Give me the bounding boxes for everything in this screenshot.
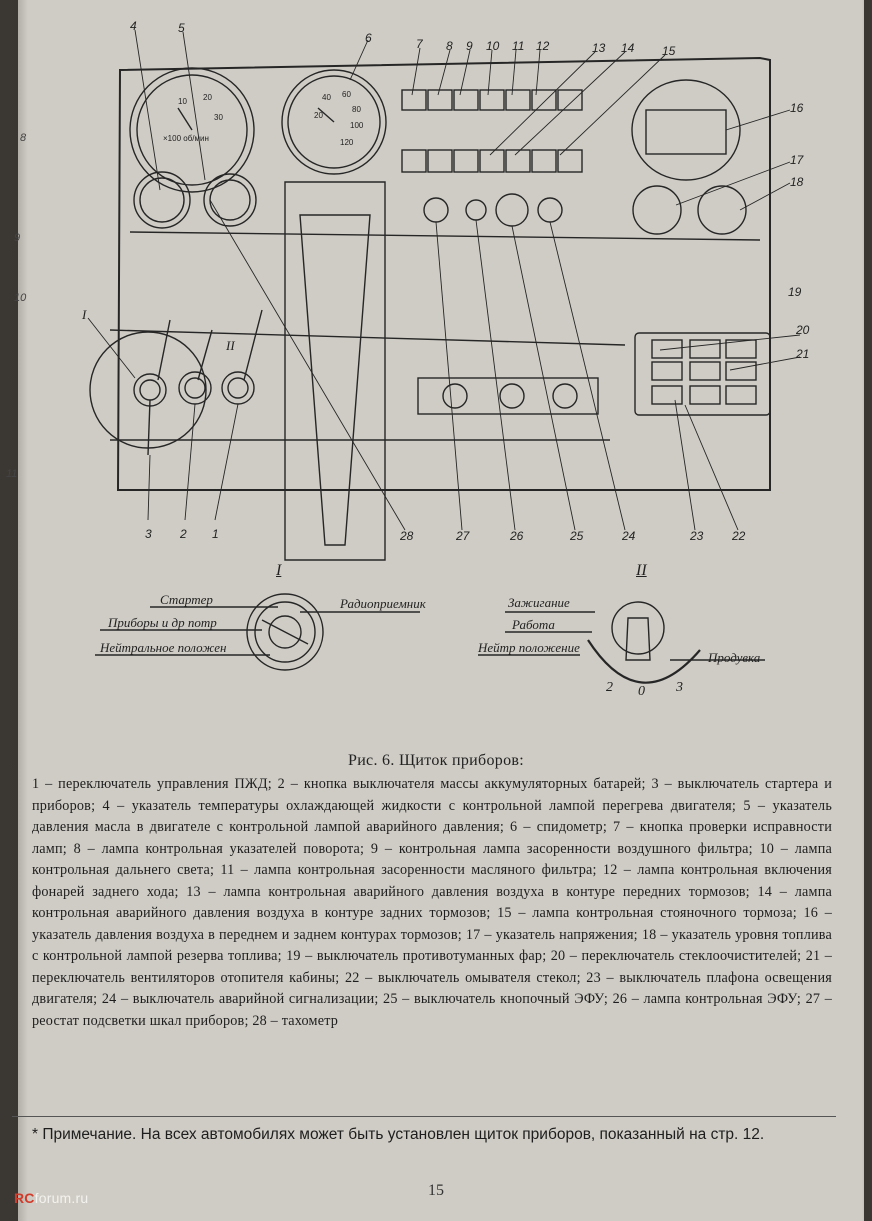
callout-13: 13 — [592, 41, 606, 55]
speedometer-gauge — [281, 69, 387, 175]
callout-24: 24 — [621, 529, 636, 543]
air-pressure-gauge — [631, 79, 741, 181]
callout-21: 21 — [795, 347, 809, 361]
book-page — [18, 0, 864, 1221]
left-switches — [89, 309, 263, 456]
oil-pressure-gauge — [203, 173, 257, 227]
switch-detail-I — [95, 593, 420, 671]
panel-lower-rim — [109, 329, 626, 346]
speedo-tick-20: 20 — [314, 111, 323, 120]
mark-II: II — [226, 338, 235, 353]
lamp-row-bottom — [401, 149, 583, 173]
panel-top-rim — [129, 231, 761, 241]
callout-3: 3 — [145, 527, 152, 541]
watermark-domain: forum.ru — [34, 1190, 89, 1206]
callout-11: 11 — [512, 39, 524, 53]
callout-7: 7 — [416, 37, 424, 51]
margin-11: 11 — [6, 468, 18, 480]
fuel-gauge — [697, 185, 747, 235]
steering-column-inner — [299, 214, 371, 546]
figure-legend: 1 – переключатель управления ПЖД; 2 – кн… — [32, 776, 832, 1029]
speedo-tick-40: 40 — [322, 93, 331, 102]
callout-25: 25 — [569, 529, 584, 543]
margin-10: 10 — [14, 292, 27, 304]
callout-1: 1 — [212, 527, 219, 541]
speedo-tick-80: 80 — [352, 105, 361, 114]
scale-3: 3 — [676, 680, 683, 695]
speedo-tick-120: 120 — [340, 138, 354, 147]
knob-row — [423, 193, 563, 227]
callout-19: 19 — [788, 285, 802, 299]
callout-27: 27 — [455, 529, 471, 543]
figure-caption-title: Рис. 6. Щиток приборов: — [348, 752, 524, 769]
callout-17: 17 — [790, 153, 805, 167]
margin-8: 8 — [20, 132, 27, 144]
purge-label: Продувка — [708, 650, 761, 665]
switch-block-right — [634, 332, 771, 416]
callout-15: 15 — [662, 44, 676, 58]
tacho-tick-10: 10 — [178, 97, 187, 106]
callout-28: 28 — [399, 529, 414, 543]
callout-6: 6 — [365, 31, 372, 45]
tacho-tick-20: 20 — [203, 93, 212, 102]
panel-outline — [116, 56, 771, 491]
switch-II-heading: II — [636, 562, 647, 579]
tachometer-gauge — [129, 67, 255, 193]
coolant-temp-gauge — [133, 171, 191, 229]
mark-I: I — [82, 307, 87, 322]
switch-detail-II — [478, 601, 765, 684]
callout-9: 9 — [466, 39, 473, 53]
callout-20: 20 — [795, 323, 810, 337]
callout-18: 18 — [790, 175, 804, 189]
voltmeter-gauge — [632, 185, 682, 235]
ignition-label: Зажигание — [508, 595, 570, 610]
margin-9: 9 — [14, 232, 21, 244]
steering-column — [284, 181, 386, 561]
lamp-row-top — [401, 89, 583, 111]
switch-I-heading: I — [276, 562, 282, 579]
callout-4: 4 — [130, 19, 137, 33]
neutral-label-II: Нейтр положение — [478, 640, 580, 655]
tachometer-dial-text: ×100 об/мин — [163, 134, 209, 143]
neutral-position-label: Нейтральное положен — [100, 640, 227, 655]
watermark-brand: RC — [14, 1190, 35, 1206]
callout-8: 8 — [446, 39, 453, 53]
callout-16: 16 — [790, 101, 804, 115]
leader-lines — [87, 29, 801, 531]
page-number: 15 — [428, 1182, 444, 1199]
page-gutter-shadow — [0, 0, 28, 1221]
callout-26: 26 — [509, 529, 524, 543]
footnote-divider — [12, 1116, 836, 1117]
lower-centre-knobs — [417, 377, 599, 415]
starter-label: Стартер — [160, 592, 213, 607]
callout-5: 5 — [178, 21, 185, 35]
callout-14: 14 — [621, 41, 635, 55]
instruments-label: Приборы и др потр — [108, 615, 217, 630]
speedo-tick-100: 100 — [350, 121, 364, 130]
work-label: Работа — [512, 617, 555, 632]
scale-2: 2 — [606, 680, 613, 695]
speedo-tick-60: 60 — [342, 90, 351, 99]
scale-0: 0 — [638, 684, 645, 699]
callout-22: 22 — [731, 529, 746, 543]
callout-23: 23 — [689, 529, 704, 543]
callout-12: 12 — [536, 39, 550, 53]
footnote: * Примечание. На всех автомобилях может … — [32, 1126, 765, 1143]
page-right-edge — [862, 0, 872, 1221]
tacho-tick-30: 30 — [214, 113, 223, 122]
callout-10: 10 — [486, 39, 500, 53]
site-watermark: RCforum.ru — [14, 1190, 88, 1206]
radio-label: Радиоприемник — [340, 596, 426, 611]
callout-2: 2 — [179, 527, 187, 541]
